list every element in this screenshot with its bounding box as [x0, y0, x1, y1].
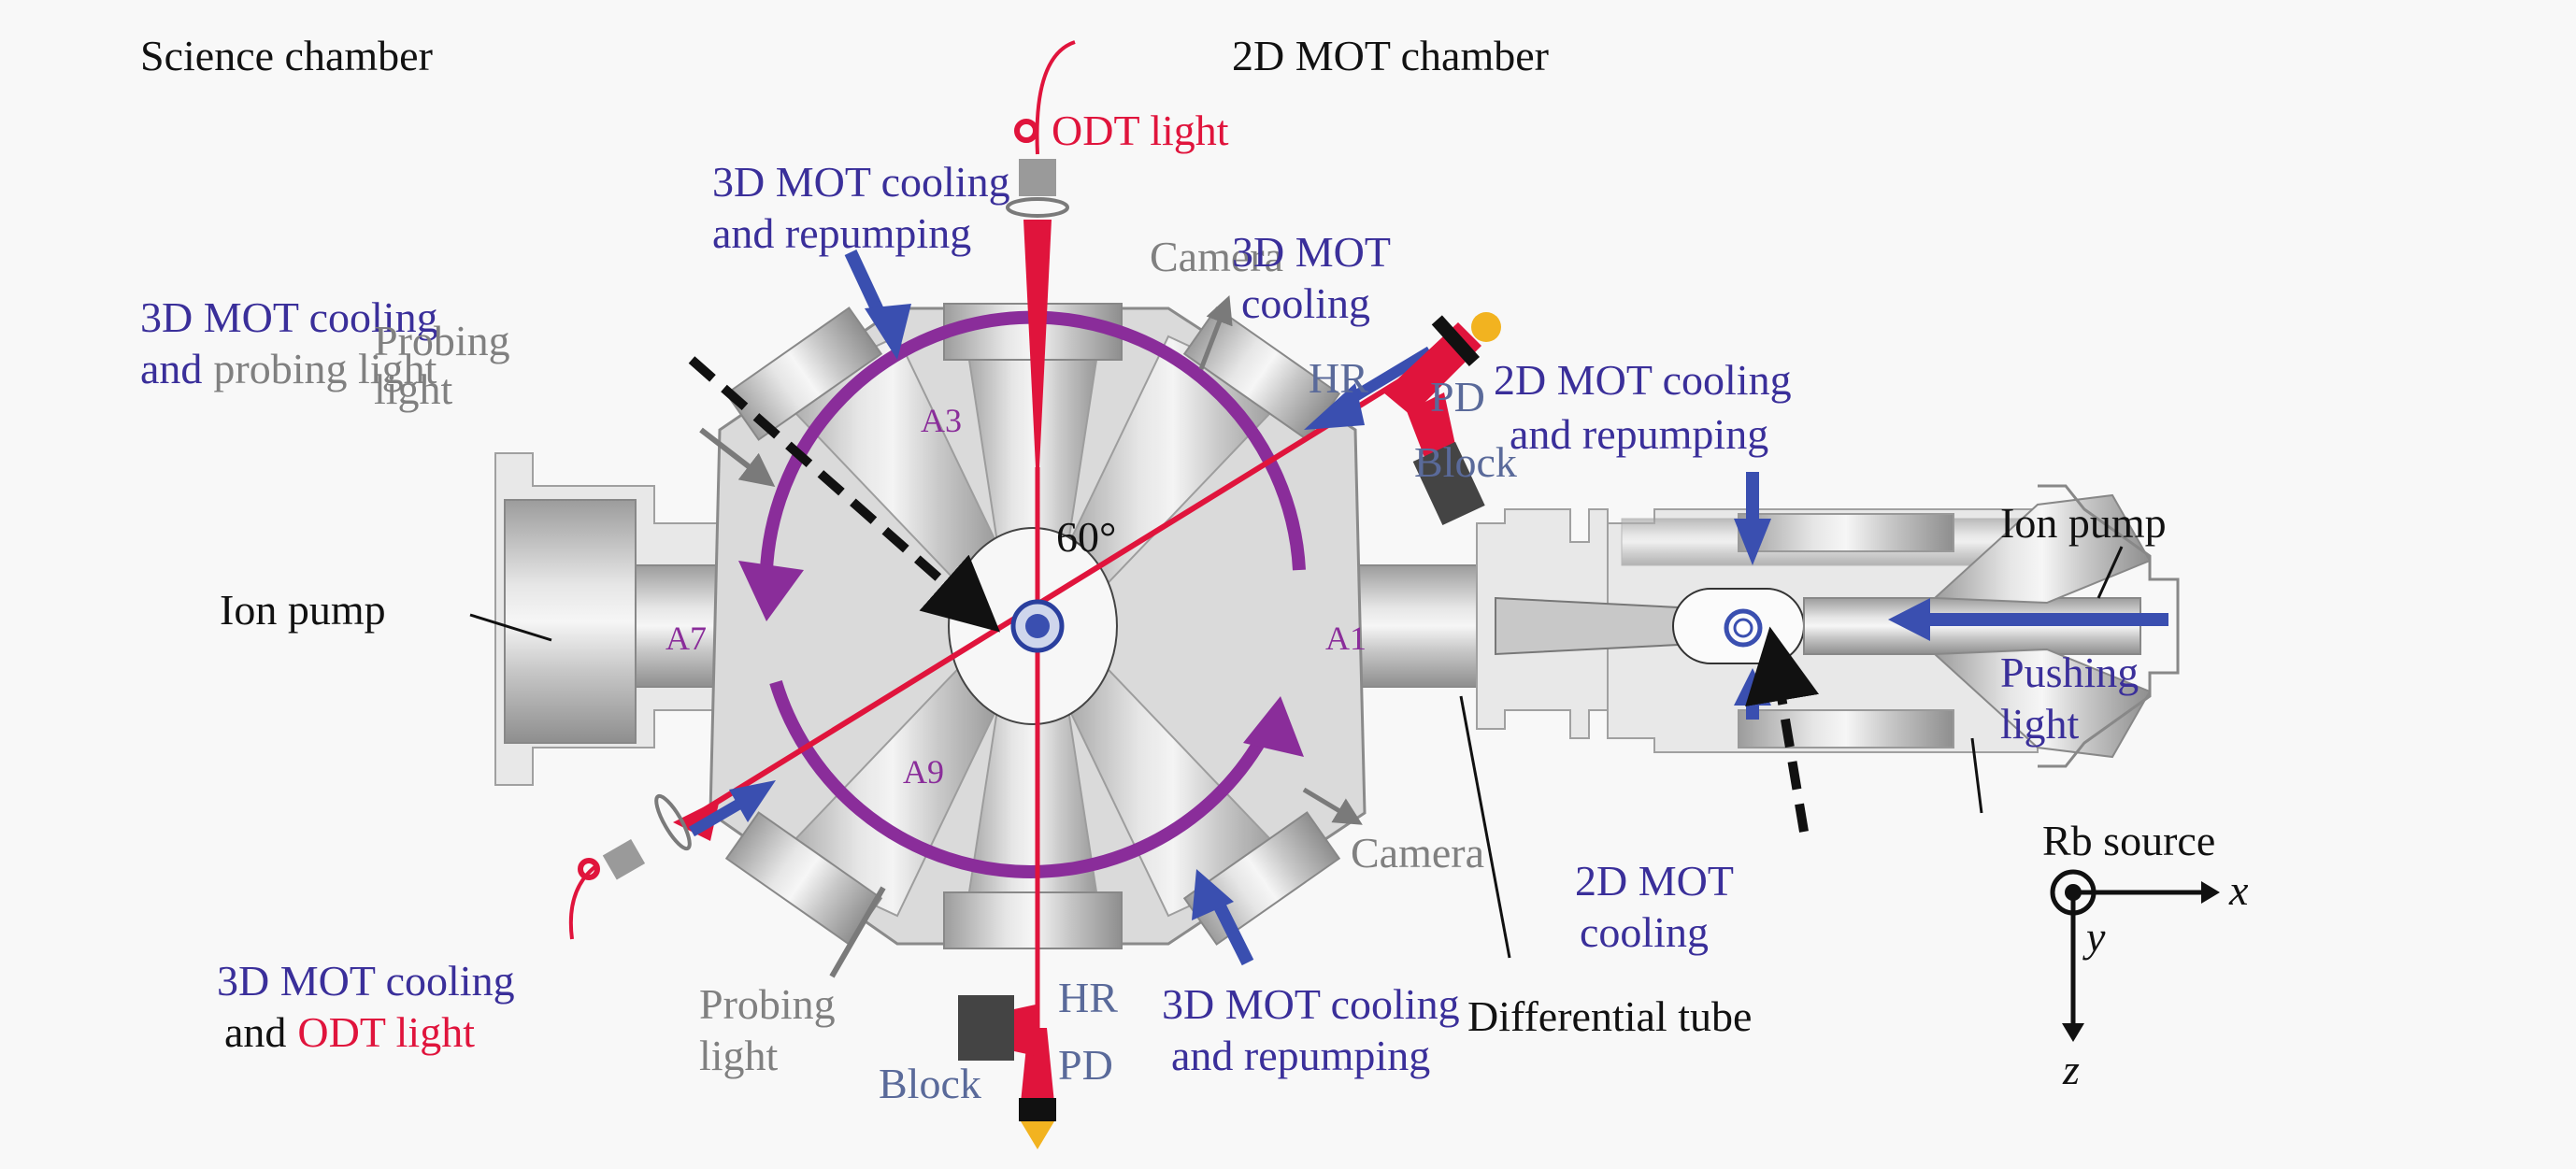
mot3d-repump-bottom-label-1: 3D MOT cooling: [1162, 980, 1460, 1028]
port-a1-label: A1: [1325, 620, 1367, 657]
mot2d-chamber-title: 2D MOT chamber: [1232, 32, 1549, 79]
probing-light-bottom-label-2: light: [699, 1032, 779, 1079]
rotation-arrowhead-left: [738, 561, 804, 621]
mot3d-probe-label-and: and: [140, 345, 202, 392]
science-chamber-title: Science chamber: [140, 32, 433, 79]
rotation-arcs: [759, 310, 1306, 878]
mot3d-arrow-bottom-right: [1192, 869, 1254, 966]
odt-beam-vertical-top: [1023, 220, 1052, 467]
pushing-light-label-2: light: [2000, 700, 2080, 748]
mot3d-cooling-tr-label-1: 3D MOT: [1232, 228, 1391, 276]
mot2d-repump-label-1: 2D MOT cooling: [1494, 356, 1792, 404]
odt-beam-diag-end: [673, 799, 720, 841]
probe-dashed-arrow: [688, 356, 1000, 633]
mot2d-cooling-label-2: cooling: [1580, 908, 1709, 956]
mot3d-atom-cloud: [1010, 599, 1065, 653]
camera-arrow-top: [1198, 294, 1233, 370]
probing-light-top-label-1: Probing: [374, 317, 510, 364]
pd-bottom-label: PD: [1058, 1041, 1113, 1089]
probing-arrow-top: [699, 427, 776, 487]
mot-arrow-diagonal-top: [1304, 383, 1365, 430]
ion-pump-right-label: Ion pump: [2000, 499, 2167, 547]
differential-tube-label: Differential tube: [1467, 992, 1752, 1040]
mot2d-repump-label-2: and repumping: [1510, 410, 1768, 458]
odt-light-top-label: ODT light: [1052, 107, 1229, 154]
mot2d-chamber: [1476, 484, 2180, 768]
angle-label: 60°: [1056, 513, 1116, 561]
differential-tube-leader: [1459, 695, 1511, 959]
axis-y-label: y: [2082, 913, 2106, 961]
mot3d-probe-label-probing: probing light: [213, 345, 436, 392]
mot3d-repump-bottom-label-2: and repumping: [1171, 1032, 1430, 1079]
mot-beam-diagonal-top: [1342, 346, 1434, 407]
camera-bottom-label: Camera: [1351, 829, 1484, 877]
mot3d-odt-label-odt: ODT light: [297, 1008, 475, 1056]
ion-pump-right-leader: [2097, 546, 2124, 599]
pushing-light-label-1: Pushing: [2000, 649, 2139, 696]
port-a3-label: A3: [921, 402, 962, 439]
pd-top-label: PD: [1430, 373, 1485, 421]
hr-bottom-label: HR: [1058, 974, 1118, 1021]
mot3d-repump-top-label-2: and repumping: [712, 209, 971, 257]
hr-pd-block-top-right: [1383, 312, 1501, 526]
mot3d-arrow-top-left: [844, 249, 911, 360]
probing-arrow-bottom: [829, 886, 886, 978]
axis-x-label: x: [2228, 866, 2249, 914]
hr-top-label: HR: [1309, 354, 1368, 402]
probing-light-top-label-2: light: [374, 365, 453, 413]
pushing-light-beam: [1888, 598, 2168, 641]
axis-z-label: z: [2062, 1046, 2080, 1093]
odt-fiber-top: [1006, 40, 1076, 218]
ion-pump-left-label: Ion pump: [220, 586, 386, 634]
mot2d-cooling-label-1: 2D MOT: [1575, 857, 1734, 905]
odt-beam-diagonal: [690, 371, 1413, 820]
hr-pd-block-bottom: [958, 995, 1056, 1149]
odt-fiber-bottom-left: [568, 793, 692, 940]
mot3d-repump-top-label-1: 3D MOT cooling: [712, 158, 1010, 206]
mot3d-cooling-tr-label-2: cooling: [1241, 279, 1370, 327]
port-a9-label: A9: [903, 753, 944, 791]
left-ion-pump: [494, 452, 786, 786]
camera-arrow-bottom: [1302, 787, 1363, 825]
port-a7-label: A7: [665, 620, 707, 657]
ion-pump-left-leader: [469, 613, 552, 642]
mot2d-arrow-down: [1734, 472, 1771, 565]
mot2d-atom-core: [1733, 618, 1753, 638]
mot-arrow-diagonal-bottom: [729, 780, 776, 822]
probing-light-bottom-label-1: Probing: [699, 980, 836, 1028]
camera-top-label: Camera: [1150, 233, 1283, 280]
mot3d-probe-label-1: 3D MOT cooling: [140, 293, 438, 341]
mot3d-odt-label-and: and: [224, 1008, 286, 1056]
coordinate-axes: [2050, 869, 2220, 1042]
rotation-arrowhead-right: [1243, 696, 1304, 757]
block-top-label: Block: [1414, 438, 1517, 486]
mot2d-dashed-arrow: [1745, 626, 1820, 833]
rb-source-label: Rb source: [2042, 817, 2215, 864]
block-bottom-label: Block: [879, 1060, 981, 1107]
rb-source-leader: [1970, 737, 1983, 814]
mot3d-odt-label-1: 3D MOT cooling: [217, 957, 515, 1005]
